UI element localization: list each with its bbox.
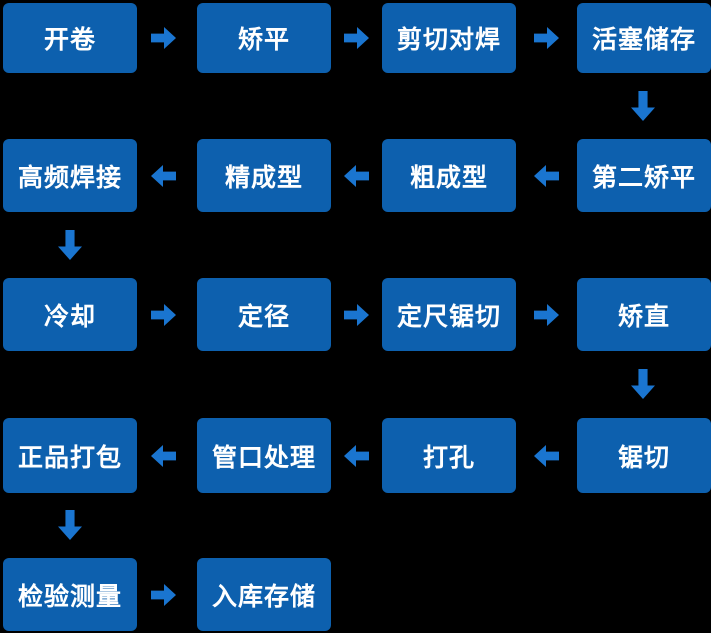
- flow-step-label: 矫直: [617, 301, 670, 331]
- arrow-left-icon: [344, 165, 369, 187]
- flow-step-label: 管口处理: [211, 442, 316, 472]
- flow-step-label: 活塞储存: [591, 25, 696, 54]
- arrow-down-icon: [58, 230, 82, 260]
- flow-step-label: 第二矫平: [591, 162, 696, 192]
- arrow-left-icon: [151, 445, 176, 467]
- flow-step-label: 锯切: [617, 442, 670, 472]
- arrow-right-icon: [151, 304, 176, 326]
- flow-step-label: 入库存储: [211, 581, 316, 611]
- flow-step-quality-packing: 正品打包: [3, 418, 137, 493]
- flow-step-label: 定径: [237, 301, 290, 331]
- flow-step-label: 打孔: [422, 442, 475, 472]
- flow-step-label: 检验测量: [17, 581, 122, 611]
- arrow-left-icon: [534, 445, 559, 467]
- flow-step-cooling: 冷却: [3, 278, 137, 351]
- flow-step-hf-welding: 高频焊接: [3, 139, 137, 212]
- flow-step-label: 精成型: [224, 162, 303, 192]
- flow-step-label: 冷却: [43, 301, 96, 331]
- flow-step-uncoiling: 开卷: [3, 3, 137, 73]
- arrow-down-icon: [631, 369, 655, 399]
- arrow-left-icon: [534, 165, 559, 187]
- arrow-left-icon: [151, 165, 176, 187]
- arrow-right-icon: [534, 27, 559, 49]
- flow-step-looper-storage: 活塞储存: [577, 3, 711, 73]
- flow-step-fine-forming: 精成型: [197, 139, 331, 212]
- flow-step-pipe-end-treatment: 管口处理: [197, 418, 331, 493]
- arrow-right-icon: [534, 304, 559, 326]
- flow-step-label: 高频焊接: [17, 162, 122, 192]
- flow-step-label: 剪切对焊: [396, 25, 501, 54]
- flow-step-punching: 打孔: [382, 418, 516, 493]
- flow-step-label: 粗成型: [409, 162, 488, 192]
- flow-step-sawing: 锯切: [577, 418, 711, 493]
- arrow-down-icon: [58, 510, 82, 540]
- flow-step-inspection-measuring: 检验测量: [3, 558, 137, 631]
- flow-step-warehouse-storage: 入库存储: [197, 558, 331, 631]
- flow-step-label: 定尺锯切: [396, 301, 501, 331]
- flow-step-label: 正品打包: [17, 442, 122, 472]
- arrow-right-icon: [151, 27, 176, 49]
- flow-step-label: 开卷: [43, 25, 96, 54]
- arrow-right-icon: [344, 304, 369, 326]
- arrow-left-icon: [344, 445, 369, 467]
- flow-step-sizing: 定径: [197, 278, 331, 351]
- arrow-right-icon: [344, 27, 369, 49]
- flow-step-shear-butt-welding: 剪切对焊: [382, 3, 516, 73]
- flow-step-rough-forming: 粗成型: [382, 139, 516, 212]
- arrow-down-icon: [631, 91, 655, 121]
- flow-step-straightening: 矫直: [577, 278, 711, 351]
- arrow-right-icon: [151, 584, 176, 606]
- flow-step-label: 矫平: [237, 25, 290, 54]
- flow-step-cut-to-length-sawing: 定尺锯切: [382, 278, 516, 351]
- flow-step-leveling: 矫平: [197, 3, 331, 73]
- flow-step-second-leveling: 第二矫平: [577, 139, 711, 212]
